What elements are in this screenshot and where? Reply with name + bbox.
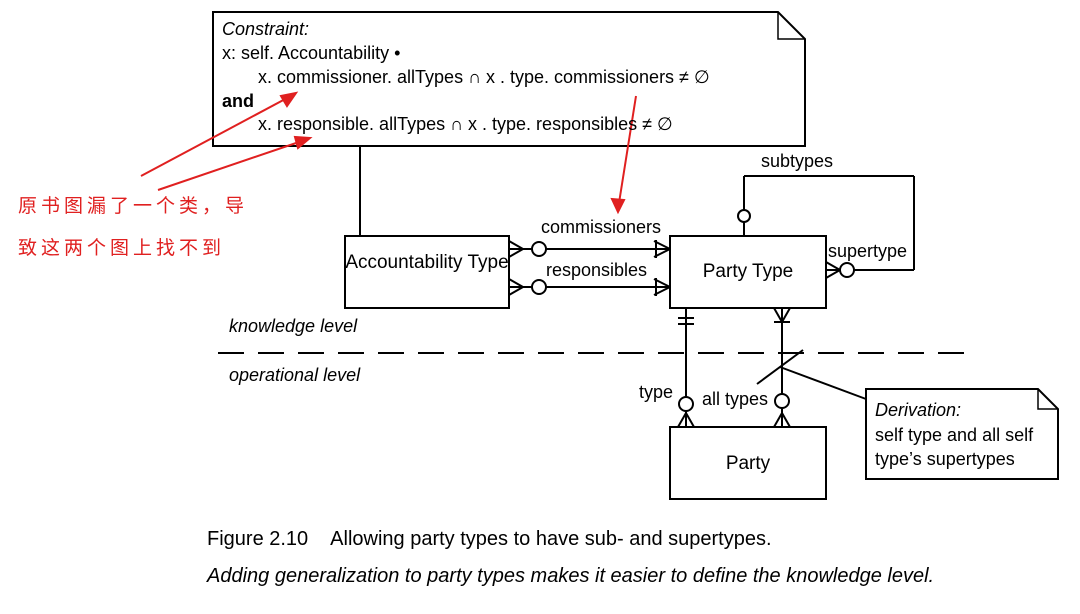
party-label: Party	[725, 453, 771, 474]
annotation-zh-line-1: 原书图漏了一个类，导	[18, 195, 249, 217]
annotation-zh-line-2: 致这两个图上找不到	[18, 237, 226, 259]
constraint-line-3: and	[222, 91, 255, 111]
figure-title: Allowing party types to have sub- and su…	[330, 528, 772, 550]
responsibles-association	[508, 278, 671, 296]
figure-subtitle: Adding generalization to party types mak…	[207, 565, 935, 587]
party-type-box	[669, 235, 827, 309]
derivation-line-2: type’s supertypes	[875, 449, 1015, 469]
figure-number: Figure 2.10	[207, 528, 309, 550]
role-responsibles: responsibles	[546, 260, 648, 280]
derivation-anchor-line-2	[779, 366, 867, 400]
constraint-line-2: x. commissioner. allTypes ∩ x . type. co…	[258, 67, 710, 87]
generalization-association	[737, 175, 915, 279]
constraint-line-1: x: self. Accountability •	[222, 43, 401, 63]
derivation-line-1: self type and all self	[875, 425, 1034, 445]
party-type-label: Party Type	[702, 261, 794, 282]
commissioners-association	[508, 240, 671, 258]
accountability-type-label: Accountability Type	[345, 252, 509, 273]
accountability-type-box	[344, 235, 510, 309]
party-box	[669, 426, 827, 500]
role-commissioners: commissioners	[541, 217, 662, 237]
constraint-note-box	[212, 11, 806, 147]
derivation-note-box	[865, 388, 1059, 480]
type-association	[677, 308, 695, 428]
knowledge-level-label: knowledge level	[229, 316, 358, 336]
constraint-line-4: x. responsible. allTypes ∩ x . type. res…	[258, 114, 673, 134]
figure-caption: Figure 2.10 Allowing party types to have …	[207, 529, 772, 549]
role-subtypes: subtypes	[761, 151, 834, 171]
constraint-note-fold	[777, 12, 805, 40]
role-type: type	[639, 382, 674, 402]
derivation-note-fold	[1037, 389, 1058, 410]
annotation-arrows	[140, 91, 637, 215]
role-all-types: all types	[702, 389, 769, 409]
derivation-title: Derivation:	[875, 400, 962, 420]
operational-level-label: operational level	[229, 365, 361, 385]
constraint-title: Constraint:	[222, 19, 310, 39]
role-supertype: supertype	[828, 241, 908, 261]
